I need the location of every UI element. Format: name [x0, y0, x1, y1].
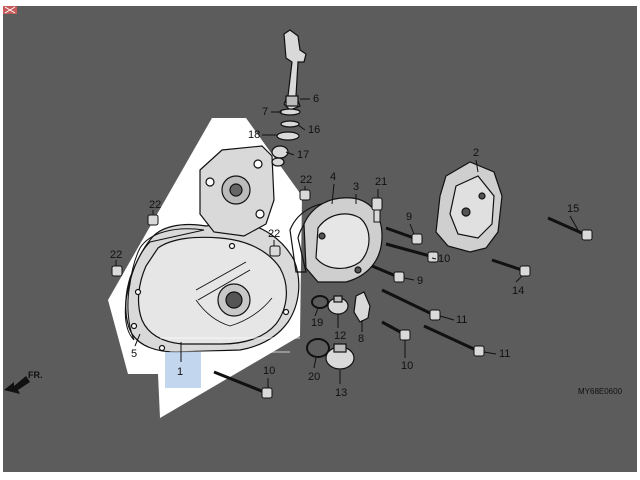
plug-13[interactable] — [325, 343, 355, 370]
o-ring-19[interactable] — [311, 295, 329, 309]
leader-line-17 — [285, 151, 295, 156]
leader-line-14 — [515, 275, 523, 283]
leader-line-11b — [483, 351, 497, 355]
diagram-code: MY68E0600 — [578, 387, 623, 396]
callout-11b[interactable]: 11 — [499, 348, 510, 360]
right-cover[interactable] — [435, 161, 503, 253]
callout-12[interactable]: 12 — [334, 330, 346, 342]
bolt-14[interactable] — [491, 258, 531, 277]
cover-gasket[interactable] — [124, 228, 205, 341]
callout-6[interactable]: 6 — [313, 93, 319, 105]
dowel-pin-22b[interactable] — [111, 265, 123, 277]
shift-rod-assembly[interactable] — [271, 29, 307, 167]
bolt-9a[interactable] — [385, 226, 423, 245]
callout-10a[interactable]: 10 — [438, 253, 450, 265]
callout-3[interactable]: 3 — [353, 181, 359, 193]
callout-22d[interactable]: 22 — [300, 174, 312, 186]
center-cover[interactable] — [303, 197, 383, 283]
callout-4[interactable]: 4 — [330, 171, 336, 183]
callout-18[interactable]: 18 — [248, 129, 260, 141]
callout-19[interactable]: 19 — [311, 317, 323, 329]
callout-10b[interactable]: 10 — [401, 360, 413, 372]
callout-21[interactable]: 21 — [375, 176, 387, 188]
callout-20[interactable]: 20 — [308, 371, 320, 383]
o-ring-20[interactable] — [306, 338, 330, 358]
callout-labels: 1234567899101010111112131415161718192021… — [110, 93, 579, 399]
dowel-pin-22a[interactable] — [147, 214, 159, 226]
leader-line-16 — [297, 124, 306, 131]
leader-line-10a — [431, 257, 437, 260]
dowel-pin-22d[interactable] — [299, 189, 311, 201]
callout-16[interactable]: 16 — [308, 124, 320, 136]
bolt-11b[interactable] — [423, 324, 485, 357]
left-crankcase-cover[interactable] — [125, 221, 300, 353]
front-arrow-icon — [4, 376, 30, 394]
leader-line-19 — [314, 307, 319, 317]
callout-17[interactable]: 17 — [297, 149, 309, 161]
callout-22c[interactable]: 22 — [268, 228, 280, 240]
leader-lines — [115, 98, 579, 388]
water-pump-housing[interactable] — [199, 145, 275, 237]
leader-line-9b — [403, 277, 415, 281]
leader-line-11a — [439, 315, 455, 321]
front-label: FR. — [28, 370, 43, 380]
leader-line-15 — [569, 215, 579, 231]
bolt-21[interactable] — [371, 197, 383, 223]
callout-8[interactable]: 8 — [358, 333, 364, 345]
bolt-9b[interactable] — [371, 264, 405, 283]
callout-14[interactable]: 14 — [512, 285, 524, 297]
callout-5[interactable]: 5 — [131, 348, 137, 360]
callout-9a[interactable]: 9 — [406, 211, 412, 223]
leader-line-4 — [331, 183, 335, 205]
bolt-10a[interactable] — [385, 242, 439, 263]
leader-line-2 — [475, 159, 479, 173]
callout-15[interactable]: 15 — [567, 203, 579, 215]
callout-2[interactable]: 2 — [473, 147, 479, 159]
leader-line-5 — [134, 333, 141, 347]
selected-part-marker — [165, 352, 201, 388]
dowel-pin-22c[interactable] — [269, 245, 281, 257]
callout-1[interactable]: 1 — [177, 366, 183, 378]
callout-7[interactable]: 7 — [262, 106, 268, 118]
flag-icon — [3, 6, 17, 14]
bolt-15[interactable] — [547, 216, 593, 241]
bolt-10c[interactable] — [213, 370, 273, 399]
callout-22b[interactable]: 22 — [110, 249, 122, 261]
front-direction-indicator: FR. — [4, 370, 43, 394]
leader-line-20 — [313, 357, 317, 369]
leader-line-9a — [409, 223, 415, 235]
callout-10c[interactable]: 10 — [263, 365, 275, 377]
bracket-8[interactable] — [353, 291, 371, 323]
callout-13[interactable]: 13 — [335, 387, 347, 399]
bolt-11a[interactable] — [381, 288, 441, 321]
callout-9b[interactable]: 9 — [417, 275, 423, 287]
callout-22a[interactable]: 22 — [149, 199, 161, 211]
callout-11a[interactable]: 11 — [456, 314, 467, 326]
